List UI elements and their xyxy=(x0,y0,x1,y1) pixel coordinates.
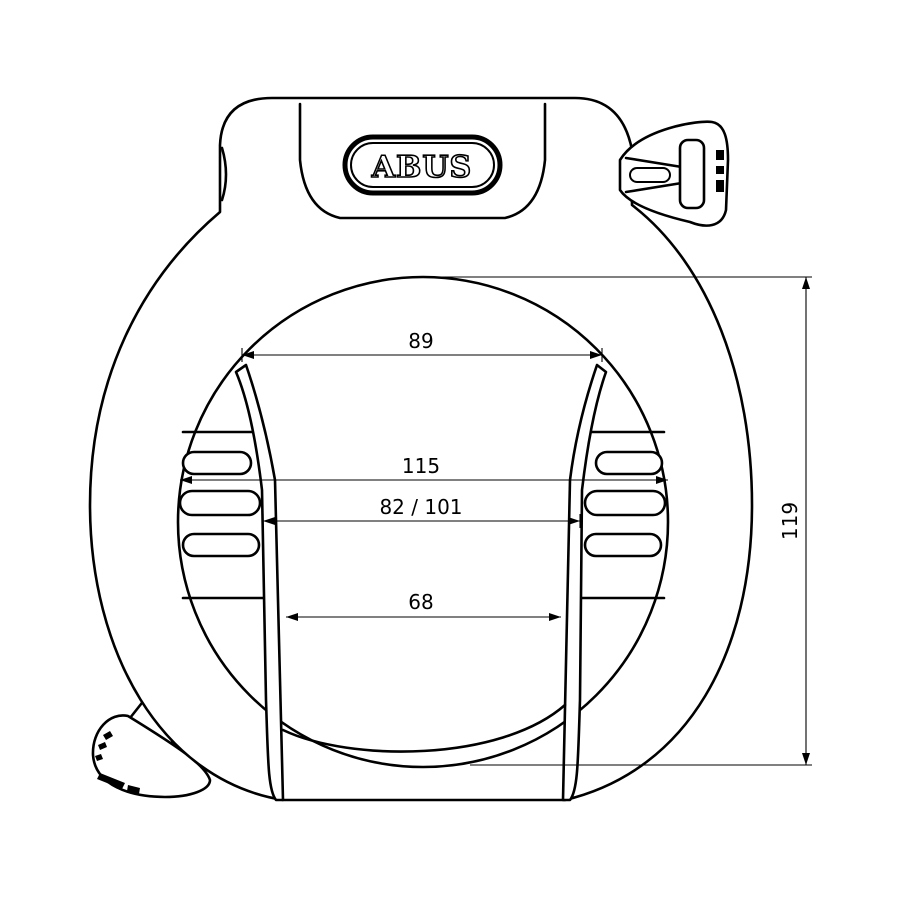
dimension-label-82-101: 82 / 101 xyxy=(379,495,462,519)
dimension-68: 68 xyxy=(286,590,561,621)
dimension-label-68: 68 xyxy=(408,590,433,614)
left-shackle-arm xyxy=(234,363,285,802)
key-icon xyxy=(618,120,730,227)
inner-opening xyxy=(176,275,670,769)
right-frame-guide xyxy=(576,430,667,600)
dimension-label-119: 119 xyxy=(778,502,802,540)
right-shackle-arm xyxy=(561,363,608,802)
dimension-115: 115 xyxy=(180,454,668,484)
body-side-notch xyxy=(220,146,228,202)
dimension-89: 89 xyxy=(241,329,603,362)
logo-plate: ABUS xyxy=(298,102,547,220)
abus-logo: ABUS xyxy=(371,150,472,185)
bolt-lower-band xyxy=(281,703,567,753)
dimension-119: 119 xyxy=(440,276,812,766)
dimension-label-89: 89 xyxy=(408,329,433,353)
dimension-label-115: 115 xyxy=(402,454,440,478)
left-frame-guide xyxy=(178,430,270,600)
dimension-82-101: 82 / 101 xyxy=(262,495,581,528)
